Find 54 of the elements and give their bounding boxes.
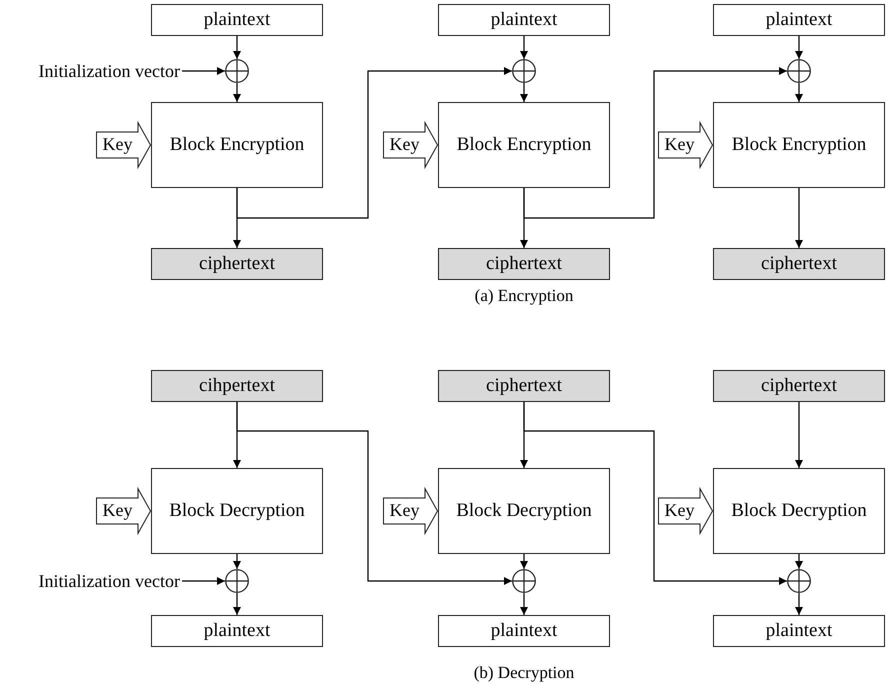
arrow — [236, 67, 512, 219]
key-arrow: Key — [658, 488, 713, 534]
text-box: ciphertext — [438, 370, 610, 402]
arrow — [182, 67, 225, 75]
text-box: ciphertext — [151, 248, 323, 280]
arrow — [523, 402, 787, 585]
xor-symbol — [512, 59, 536, 83]
text-box: cihpertext — [151, 370, 323, 402]
xor-symbol — [787, 569, 811, 593]
xor-symbol — [225, 59, 249, 83]
text-box: plaintext — [713, 4, 885, 36]
text-box: plaintext — [713, 615, 885, 647]
text-box: ciphertext — [438, 248, 610, 280]
arrow — [520, 554, 528, 569]
caption: (b) Decryption — [474, 663, 574, 683]
arrow — [233, 593, 241, 615]
process-box: Block Decryption — [151, 468, 323, 554]
arrow — [795, 593, 803, 615]
key-arrow: Key — [658, 122, 713, 168]
text-box: plaintext — [438, 4, 610, 36]
text-box: ciphertext — [713, 370, 885, 402]
input-label: Initialization vector — [0, 570, 180, 592]
text-box: plaintext — [151, 615, 323, 647]
process-box: Block Encryption — [438, 102, 610, 188]
process-box: Block Decryption — [713, 468, 885, 554]
process-box: Block Encryption — [151, 102, 323, 188]
arrow — [795, 83, 803, 102]
xor-symbol — [512, 569, 536, 593]
text-box: plaintext — [151, 4, 323, 36]
arrow — [795, 188, 803, 248]
key-arrow: Key — [383, 488, 438, 534]
key-arrow: Key — [96, 122, 151, 168]
arrow — [233, 83, 241, 102]
arrow — [520, 36, 528, 59]
arrow — [182, 577, 225, 585]
arrow — [233, 36, 241, 59]
arrow — [520, 593, 528, 615]
process-box: Block Decryption — [438, 468, 610, 554]
arrow — [523, 67, 787, 219]
xor-symbol — [787, 59, 811, 83]
xor-symbol — [225, 569, 249, 593]
arrow — [795, 402, 803, 468]
input-label: Initialization vector — [0, 60, 180, 82]
process-box: Block Encryption — [713, 102, 885, 188]
arrow — [233, 554, 241, 569]
caption: (a) Encryption — [474, 286, 574, 306]
arrow — [520, 83, 528, 102]
text-box: ciphertext — [713, 248, 885, 280]
arrow — [795, 36, 803, 59]
key-arrow: Key — [383, 122, 438, 168]
arrow — [795, 554, 803, 569]
arrow — [236, 402, 512, 585]
text-box: plaintext — [438, 615, 610, 647]
key-arrow: Key — [96, 488, 151, 534]
